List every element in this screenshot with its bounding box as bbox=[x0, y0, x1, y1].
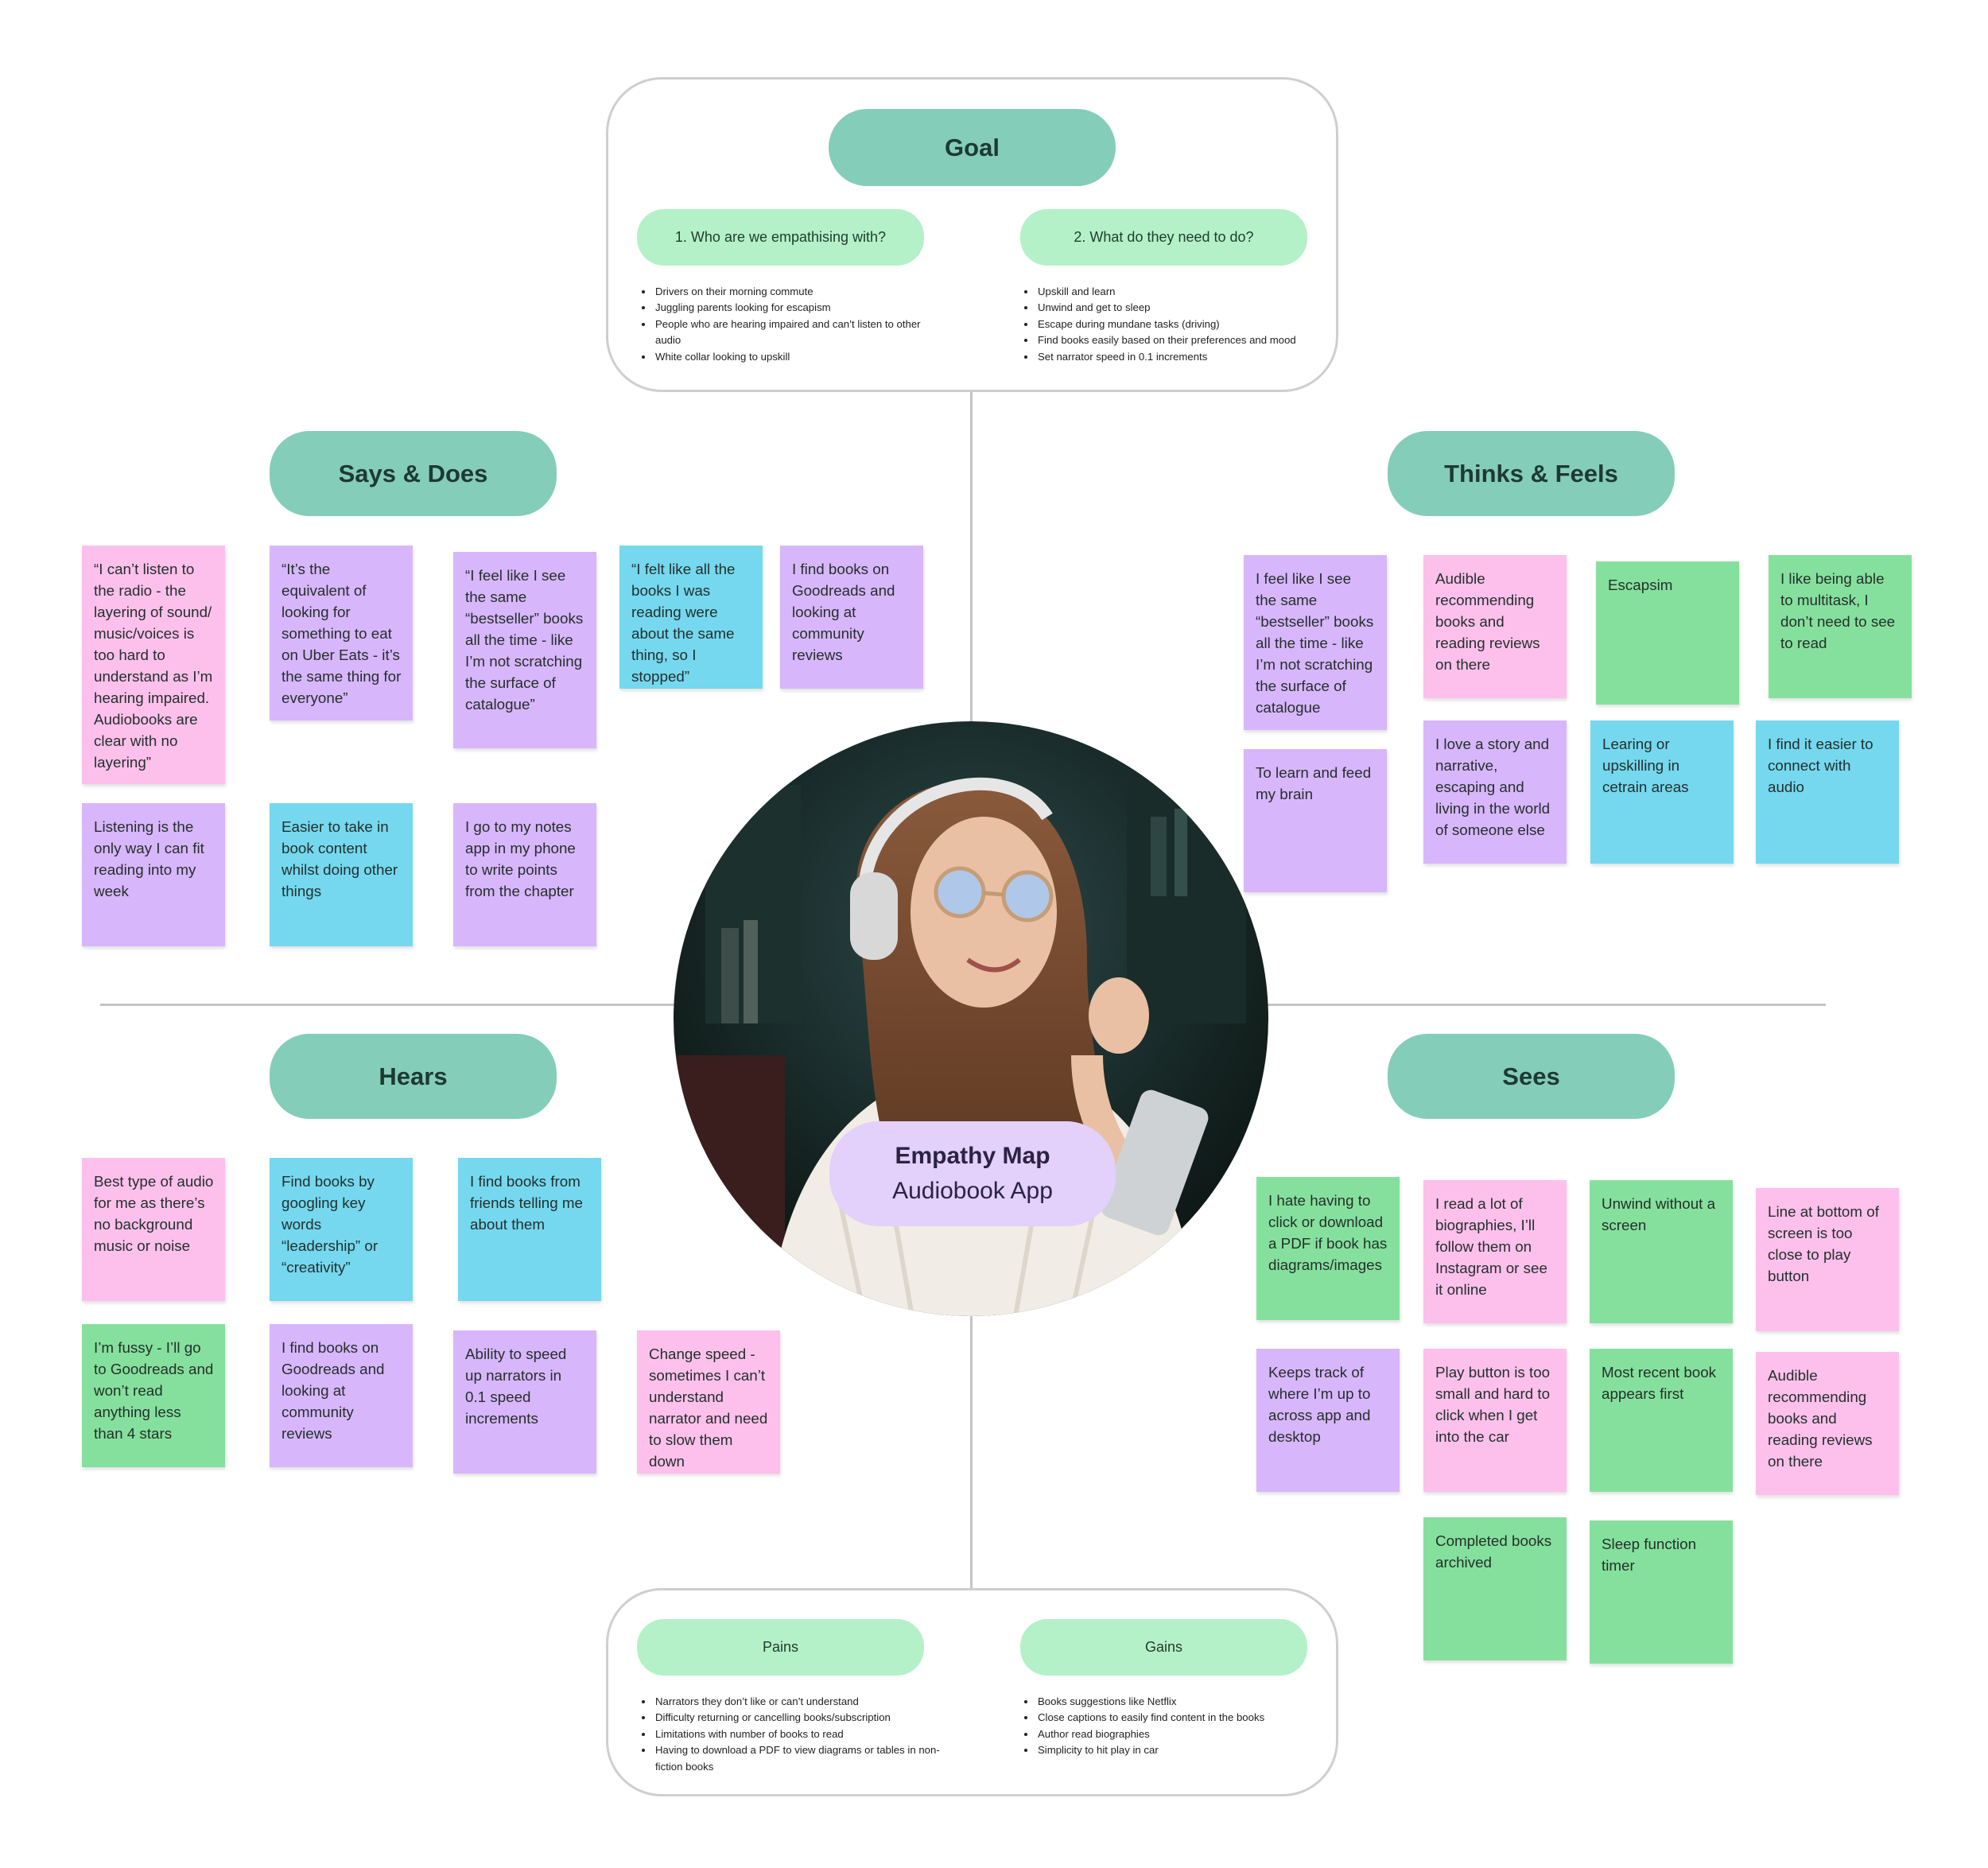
list-item: Books suggestions like Netflix bbox=[1036, 1694, 1322, 1710]
empathy-map-title: Empathy Map Audiobook App bbox=[829, 1121, 1116, 1226]
sticky-note: I hate having to click or download a PDF… bbox=[1256, 1177, 1400, 1320]
list-item: Escape during mundane tasks (driving) bbox=[1036, 317, 1322, 332]
sticky-note: I find books on Goodreads and looking at… bbox=[270, 1324, 413, 1467]
goal-what-list: Upskill and learn Unwind and get to slee… bbox=[1020, 284, 1322, 365]
sticky-note: Easier to take in book content whilst do… bbox=[270, 803, 413, 946]
sticky-note: Completed books archived bbox=[1423, 1517, 1567, 1660]
sticky-note: Listening is the only way I can fit read… bbox=[82, 803, 225, 946]
list-item: Upskill and learn bbox=[1036, 284, 1322, 300]
sticky-note: Learing or upskilling in cetrain areas bbox=[1590, 720, 1734, 864]
sticky-note: Sleep function timer bbox=[1590, 1520, 1733, 1664]
list-item: Simplicity to hit play in car bbox=[1036, 1742, 1322, 1758]
sticky-note: Change speed - sometimes I can’t underst… bbox=[637, 1330, 780, 1474]
sticky-note: I find books from friends telling me abo… bbox=[458, 1158, 601, 1301]
list-item: Narrators they don’t like or can’t under… bbox=[654, 1694, 948, 1710]
sticky-note: Keeps track of where I’m up to across ap… bbox=[1256, 1349, 1400, 1492]
list-item: Find books easily based on their prefere… bbox=[1036, 332, 1322, 348]
list-item: Author read biographies bbox=[1036, 1726, 1322, 1742]
sticky-note: Line at bottom of screen is too close to… bbox=[1756, 1188, 1899, 1331]
vertical-axis-bottom bbox=[970, 1315, 973, 1588]
sticky-note: Most recent book appears first bbox=[1590, 1349, 1733, 1492]
list-item: Close captions to easily find content in… bbox=[1036, 1710, 1322, 1726]
sticky-note: Best type of audio for me as there’s no … bbox=[82, 1158, 225, 1301]
list-item: Having to download a PDF to view diagram… bbox=[654, 1742, 948, 1775]
list-item: Drivers on their morning commute bbox=[654, 284, 940, 300]
goal-question-what: 2. What do they need to do? bbox=[1020, 209, 1307, 266]
sticky-note: I’m fussy - I’ll go to Goodreads and won… bbox=[82, 1324, 225, 1467]
sticky-note: To learn and feed my brain bbox=[1244, 749, 1387, 892]
sticky-note: “I can’t listen to the radio - the layer… bbox=[82, 546, 225, 784]
pains-title: Pains bbox=[637, 1619, 924, 1676]
thinks-feels-title: Thinks & Feels bbox=[1388, 431, 1675, 516]
center-subtitle-text: Audiobook App bbox=[892, 1178, 1053, 1204]
goal-who-list: Drivers on their morning commute Jugglin… bbox=[638, 284, 940, 365]
sticky-note: I love a story and narrative, escaping a… bbox=[1423, 720, 1567, 864]
goal-title: Goal bbox=[829, 109, 1116, 186]
sticky-note: I find books on Goodreads and looking at… bbox=[780, 546, 923, 689]
sticky-note: “It’s the equivalent of looking for some… bbox=[270, 546, 413, 720]
sticky-note: Audible recommending books and reading r… bbox=[1756, 1352, 1899, 1495]
sticky-note: I read a lot of biographies, I’ll follow… bbox=[1423, 1180, 1567, 1323]
goal-question-who: 1. Who are we empathising with? bbox=[637, 209, 924, 266]
sticky-note: “I felt like all the books I was reading… bbox=[619, 546, 763, 689]
sticky-note: I find it easier to connect with audio bbox=[1756, 720, 1899, 864]
sees-title: Sees bbox=[1388, 1034, 1675, 1119]
sticky-note: Unwind without a screen bbox=[1590, 1180, 1733, 1323]
gains-list: Books suggestions like Netflix Close cap… bbox=[1020, 1694, 1322, 1759]
vertical-axis-top bbox=[970, 392, 973, 722]
list-item: People who are hearing impaired and can’… bbox=[654, 317, 940, 349]
pains-list: Narrators they don’t like or can’t under… bbox=[638, 1694, 948, 1775]
list-item: Unwind and get to sleep bbox=[1036, 300, 1322, 316]
sticky-note: I go to my notes app in my phone to writ… bbox=[453, 803, 596, 946]
sticky-note: Audible recommending books and reading r… bbox=[1423, 555, 1567, 698]
sticky-note: Ability to speed up narrators in 0.1 spe… bbox=[453, 1330, 596, 1474]
says-does-title: Says & Does bbox=[270, 431, 557, 516]
sticky-note: Play button is too small and hard to cli… bbox=[1423, 1349, 1567, 1492]
sticky-note: I like being able to multitask, I don’t … bbox=[1769, 555, 1912, 698]
sticky-note: “I feel like I see the same “bestseller”… bbox=[453, 552, 596, 748]
sticky-note: Find books by googling key words “leader… bbox=[270, 1158, 413, 1301]
persona-photo bbox=[674, 721, 1268, 1316]
gains-title: Gains bbox=[1020, 1619, 1307, 1676]
center-title-text: Empathy Map bbox=[895, 1143, 1050, 1169]
list-item: Difficulty returning or cancelling books… bbox=[654, 1710, 948, 1726]
list-item: Set narrator speed in 0.1 increments bbox=[1036, 349, 1322, 365]
list-item: Limitations with number of books to read bbox=[654, 1726, 948, 1742]
list-item: Juggling parents looking for escapism bbox=[654, 300, 940, 316]
sticky-note: I feel like I see the same “bestseller” … bbox=[1244, 555, 1387, 730]
list-item: White collar looking to upskill bbox=[654, 349, 940, 365]
hears-title: Hears bbox=[270, 1034, 557, 1119]
sticky-note: Escapsim bbox=[1596, 561, 1739, 705]
